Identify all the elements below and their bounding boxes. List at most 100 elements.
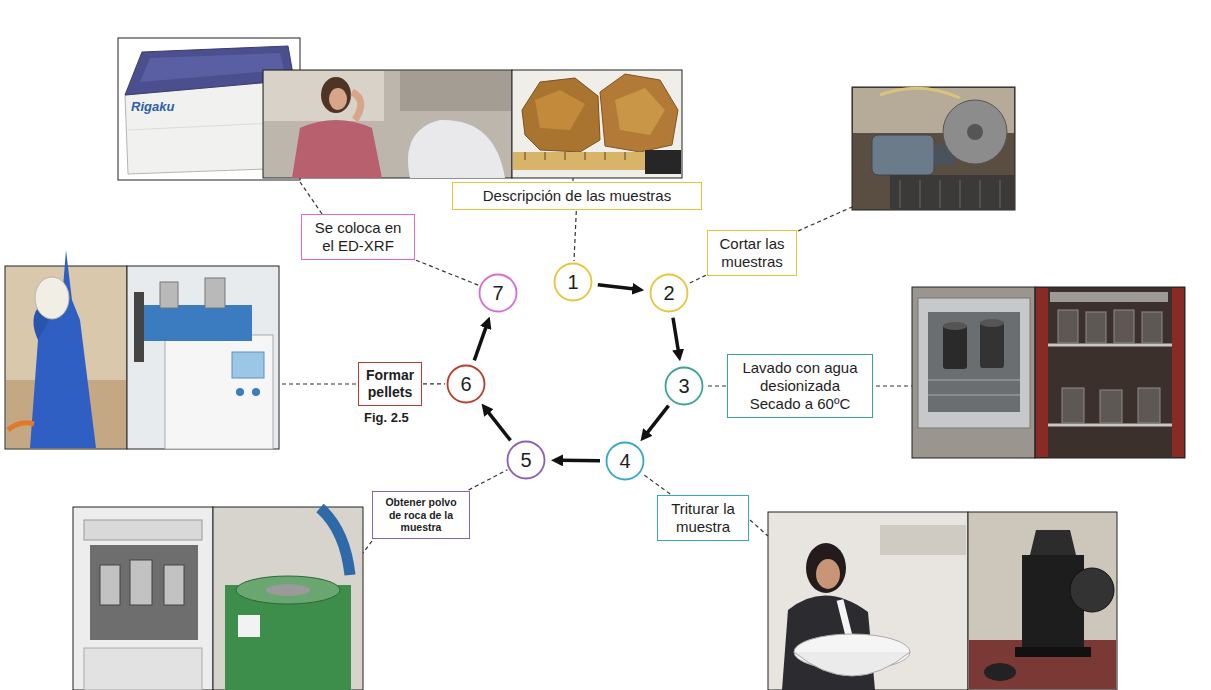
rock-samples-photo-part-part	[585, 152, 586, 160]
flow-arrow	[598, 285, 635, 289]
pellet-photo	[5, 250, 127, 449]
step-number: 3	[678, 375, 689, 398]
leader-lines-part	[363, 541, 372, 553]
ultrasonic-bath-photo-part	[928, 312, 1020, 412]
saw-photo-part-part	[900, 180, 901, 208]
step-number: 4	[619, 450, 630, 473]
rock-samples-photo-part	[615, 88, 665, 135]
mortar-photo-part	[816, 559, 840, 589]
circle-outline	[448, 366, 485, 403]
leader-line	[642, 473, 670, 494]
step-label: Formar pellets	[365, 367, 415, 401]
step-number-circle: 1	[553, 262, 593, 302]
drying-oven-photo-part-part	[1058, 310, 1078, 343]
jaw-crusher-photo-part	[1030, 530, 1076, 555]
rock-samples-photo-part	[525, 152, 625, 160]
step-number: 7	[492, 282, 503, 305]
leader-line	[469, 470, 508, 490]
step-label: Cortar las muestras	[714, 235, 790, 271]
ultrasonic-bath-photo-part	[980, 322, 1004, 368]
figure-number: Fig. 2.5	[364, 410, 409, 425]
step-number-circle: 7	[478, 273, 518, 313]
saw-photo-part	[943, 100, 1007, 164]
press-photo-part	[252, 388, 260, 396]
saw-photo-part-part	[960, 180, 961, 208]
ring-mill-photo-part	[238, 615, 260, 637]
step-label: Secado a 60ºC	[734, 395, 866, 413]
drying-oven-photo-part-part	[1114, 310, 1134, 343]
planetary-mill-photo-part	[84, 648, 202, 690]
rock-samples-photo-part-part	[605, 152, 606, 160]
circle-outline	[666, 368, 703, 405]
step-number-circle: 5	[506, 440, 546, 480]
press-photo-part	[232, 352, 264, 378]
planetary-mill-photo-part	[100, 560, 184, 605]
xrf-photo-part	[140, 53, 284, 82]
brand-text: Rigaku	[131, 99, 174, 114]
pellet-photo-part	[8, 423, 34, 430]
flow-arrow	[474, 326, 486, 361]
drying-oven-photo-part	[1048, 424, 1172, 427]
flow-arrow	[561, 459, 600, 463]
step-label-box: Cortar las muestras	[707, 230, 797, 276]
mortar-photo-part	[806, 543, 846, 593]
ultrasonic-bath-photo-part	[943, 325, 967, 369]
drying-oven-photo-part	[1035, 287, 1185, 458]
drying-oven-photo-part	[1050, 292, 1168, 302]
drying-oven-photo-part	[1172, 288, 1184, 457]
mortar-photo-part	[768, 512, 968, 690]
ultrasonic-bath-photo-part	[912, 287, 1035, 458]
flow-arrow	[487, 411, 510, 440]
saw-photo-part	[890, 175, 1014, 209]
ultrasonic-bath-photo-part	[918, 298, 1030, 428]
step-label: Descripción de las muestras	[459, 187, 695, 205]
drying-oven-photo-part-part	[1138, 388, 1160, 423]
drying-oven-photo-part-part	[1062, 388, 1084, 423]
rock-samples-photo-part	[645, 150, 681, 174]
step-number: 5	[520, 449, 531, 472]
step-number: 1	[567, 271, 578, 294]
pellet-photo-part	[30, 250, 96, 448]
circle-outline	[555, 264, 592, 301]
leader-lines-part	[572, 178, 573, 181]
mortar-photo-part	[794, 652, 910, 676]
jaw-crusher-photo-part	[984, 663, 1016, 681]
step-label-box: Formar pellets	[358, 362, 422, 406]
step-number: 6	[460, 373, 471, 396]
circle-outline	[651, 275, 688, 312]
saw-photo-part	[967, 124, 983, 140]
description-photo-part	[329, 88, 347, 110]
ultrasonic-bath-photo-part-part	[928, 395, 1020, 396]
description-photo-part	[264, 71, 384, 121]
jaw-crusher-photo-part	[1070, 568, 1114, 612]
saw-photo-part	[880, 88, 960, 98]
leader-line	[416, 260, 479, 285]
saw-photo-part-part	[920, 180, 921, 208]
press-photo-part	[236, 388, 244, 396]
rock-samples-photo	[512, 70, 682, 178]
drying-oven-photo	[1035, 287, 1185, 458]
planetary-mill-photo-part	[90, 545, 198, 640]
leader-line	[574, 211, 576, 261]
press-photo-part	[205, 278, 225, 308]
leader-lines-part	[279, 383, 356, 384]
mortar-photo-part	[880, 525, 966, 555]
step-label-box: Obtener polvo de roca de la muestra	[372, 491, 470, 539]
rock-samples-photo-part-part	[545, 152, 546, 160]
drying-oven-photo-part-part	[1086, 312, 1106, 343]
press-photo-part	[140, 305, 252, 341]
leader-line	[423, 383, 445, 384]
step-label: Lavado con agua desionizada	[734, 359, 866, 395]
rock-samples-photo-part-part	[525, 152, 526, 160]
step-number-circle: 3	[664, 366, 704, 406]
planetary-mill-photo-part-part	[100, 565, 120, 605]
description-photo-part	[263, 70, 512, 178]
description-photo	[263, 70, 512, 178]
leader-line	[688, 275, 706, 284]
press-photo-part	[160, 282, 178, 308]
flow-arrow	[673, 318, 679, 352]
rock-samples-photo-part-part	[565, 152, 566, 160]
leader-line	[705, 385, 726, 386]
saw-photo-part-part	[1000, 180, 1001, 208]
